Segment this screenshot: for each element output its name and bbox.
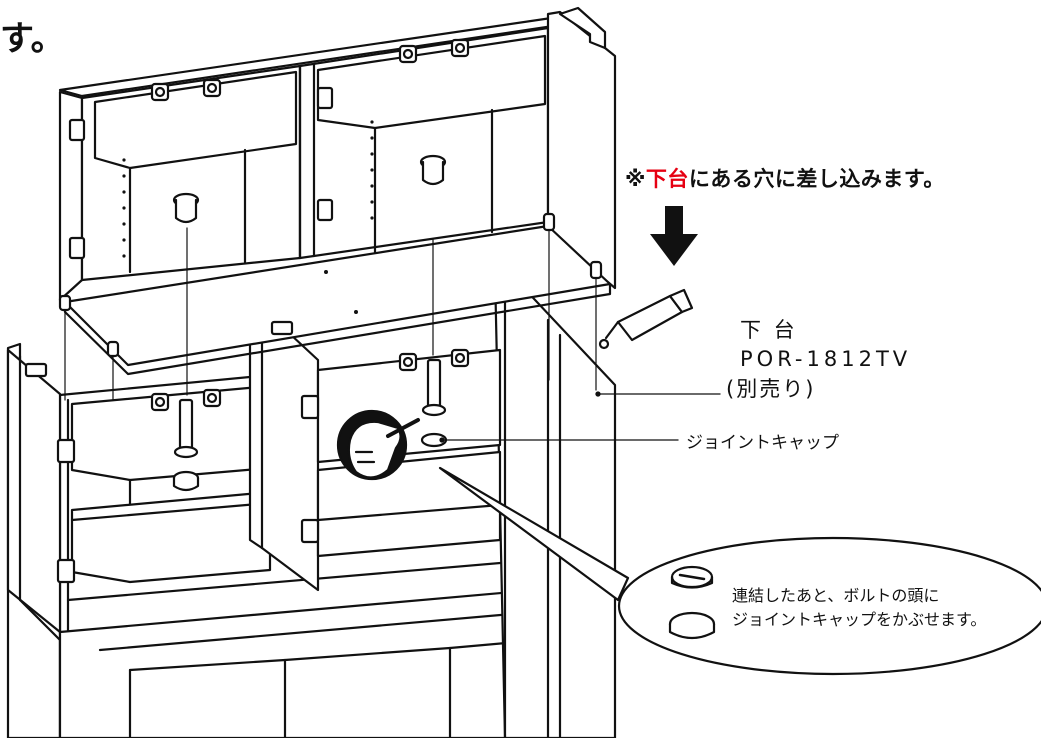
lower-left-door (6, 348, 62, 634)
hinge-icon (24, 86, 334, 584)
corner-text: す。 (0, 19, 65, 59)
joint-connectors (150, 38, 470, 412)
lower-unit-title: 下 台 (740, 318, 798, 342)
callout-line-2: ジョイントキャップをかぶせます。 (732, 610, 987, 629)
hand-screwdriver-icon (336, 409, 420, 481)
insert-note: ※下台にある穴に差し込みます。 (625, 163, 945, 193)
note-suffix: にある穴に差し込みます。 (688, 167, 945, 191)
dowel-icon (172, 154, 447, 224)
shelf-pin-holes (122, 120, 374, 314)
callout-bubble (438, 466, 1041, 676)
joint-cap-label: ジョイントキャップ (686, 433, 839, 453)
note-highlight: 下台 (645, 167, 689, 191)
leader-lines (439, 391, 721, 443)
callout-line-1: 連結したあと、ボルトの頭に (732, 586, 940, 605)
lower-unit-model: POR-1812TV (740, 347, 912, 371)
lower-unit-sold-separately: (別売り) (726, 377, 816, 401)
glue-tube-icon (598, 288, 694, 350)
guide-lines (64, 227, 597, 401)
bolt-icon (173, 358, 447, 459)
upper-unit (58, 6, 617, 376)
arrow-down-icon (650, 206, 698, 266)
lower-side-panel (493, 266, 617, 738)
note-prefix: ※ (625, 167, 646, 191)
